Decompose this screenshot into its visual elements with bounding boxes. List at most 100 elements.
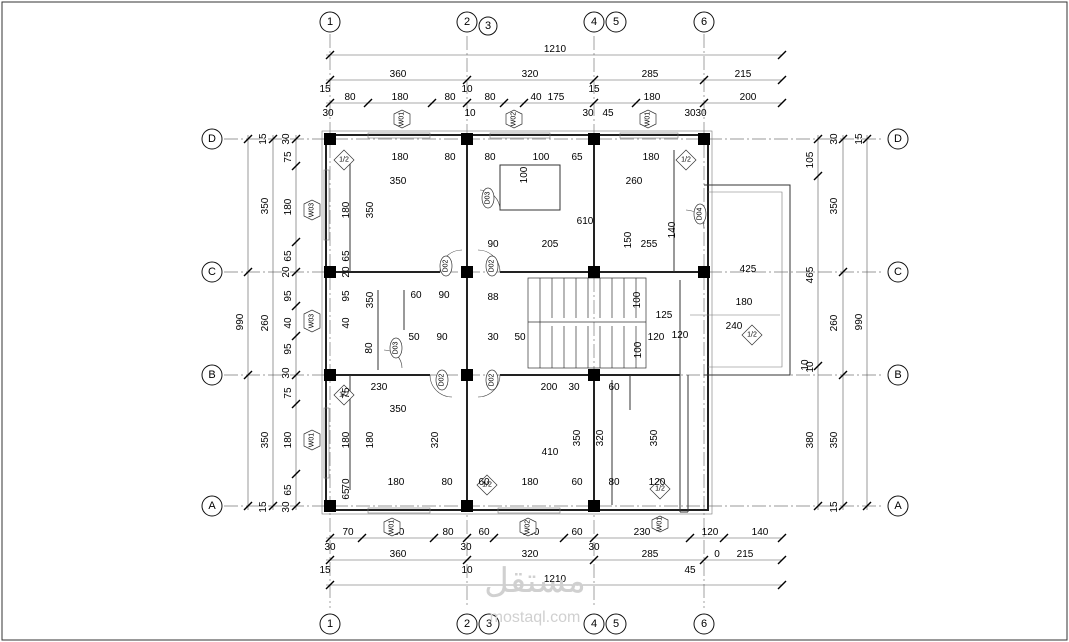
dim-int: 75 [341,387,352,399]
dim-bot-small-0: 30 [324,542,336,553]
watermark-arabic: مستقل [484,562,586,600]
dim-top-r1-1: 320 [522,69,539,80]
window-tag-label-3: W01 [645,112,652,127]
dim-int: 230 [371,382,388,393]
grid-bubble-c-left [201,261,223,283]
column [461,369,473,381]
outer-wall-face [321,130,713,515]
window-tag-3 [639,109,657,129]
window-tag-label-4: W01 [389,520,396,535]
grid-label-5-top: 5 [613,16,619,28]
dim-bot-r1-5: 60 [571,527,583,538]
level-tag-label-6: 1/2 [681,157,691,164]
level-tag-label-1: 1/2 [482,482,492,489]
dim-left-small-3: 30 [281,367,292,379]
grid-bubbles-left: D C B A [201,128,223,517]
dim-int: 180 [643,152,660,163]
balcony [690,184,791,376]
window-tag-label-2: W02 [511,112,518,127]
window-tag-8 [303,429,321,451]
dim-int: 180 [522,477,539,488]
level-tag-2 [649,478,671,500]
dim-int: 100 [519,166,530,183]
dim-int: 120 [649,477,666,488]
door-tag-label-6: D02 [439,373,446,386]
window-left-1 [323,169,330,241]
windows [323,132,679,514]
column [324,133,336,145]
door-tag-4 [485,255,499,277]
dim-bot-r1-0: 70 [342,527,354,538]
shaft-outline [499,164,561,211]
building-walls [321,130,713,515]
dim-int: 65 [341,488,352,500]
dim-top-r2-1: 10 [461,84,473,95]
dim-bot-r1-6: 230 [634,527,651,538]
dim-int: 180 [341,431,352,448]
dim-int: 610 [577,216,594,227]
dim-right-small-3: 15 [829,501,840,513]
door-tag-1 [481,187,495,209]
window-tag-label-1: W01 [399,112,406,127]
window-tag-6 [303,199,321,221]
dim-top-r2-2: 15 [588,84,600,95]
grid-bubble-6-bottom [693,613,715,635]
dim-int: 80 [608,477,620,488]
dim-int: 80 [441,477,453,488]
window-tag-1 [393,109,411,129]
grid-label-2-top: 2 [464,16,470,28]
dim-left-small-5: 15 [258,501,269,513]
dim-int: 320 [430,431,441,448]
dim-int: 20 [341,266,352,278]
grid-label-d-left: D [208,133,216,145]
level-tag-5 [333,384,355,406]
dim-int: 60 [478,477,490,488]
dim-int: 80 [444,152,456,163]
dim-left-r2-5: 95 [283,343,294,355]
dim-bot-r2-0: 360 [390,549,407,560]
dim-left-small-1: 30 [281,133,292,145]
dim-int: 350 [649,429,660,446]
dim-top-r1-2: 285 [642,69,659,80]
dim-bot-r2-1: 320 [522,549,539,560]
dim-right-small-1: 15 [854,133,865,145]
dim-int: 350 [390,176,407,187]
dim-bot-r3-0: 15 [319,565,331,576]
door-tag-label-2: D04 [697,207,704,220]
interior-dimensions: 180 80 80 100 65 180 350 260 610 150 140… [341,152,811,500]
grid-bubble-5-top [605,11,627,33]
window-tag-label-6: W03 [309,203,316,218]
dim-top-small-4: 30 [684,108,696,119]
level-tag-label-5: 1/2 [339,392,349,399]
level-tag-6 [675,149,697,171]
stair-outline [527,277,647,369]
dim-left-r1-1: 260 [260,314,271,331]
dim-int: 200 [541,382,558,393]
left-dimensions: 990 350 260 350 75 180 65 95 40 95 75 18… [235,133,294,513]
dim-int: 260 [626,176,643,187]
dim-int: 30 [568,382,580,393]
window-tag-label-5: W02 [525,520,532,535]
watermark-latin: mostaql.com [490,609,581,626]
dim-left-r1-2: 350 [260,431,271,448]
dim-top-small-0: 30 [322,108,334,119]
dim-int: 180 [388,477,405,488]
dim-int: 320 [595,429,606,446]
dimension-lines [247,54,868,586]
dim-int: 140 [667,221,678,238]
door-tag-5 [389,337,403,359]
dim-bot-r2-2: 285 [642,549,659,560]
dim-bot-r3-1: 10 [461,565,473,576]
column [588,133,600,145]
door-tag-label-3: D02 [443,259,450,272]
door-tag-label-7: D02 [489,373,496,386]
column [461,133,473,145]
window-tag-5 [519,517,537,537]
dim-int: 60 [410,290,422,301]
window-tag-label-8: W01 [309,433,316,448]
dim-int: 30 [487,332,499,343]
dim-top-r1-0: 360 [390,69,407,80]
dim-int: 88 [487,292,499,303]
dim-top-r3-0: 80 [344,92,356,103]
dim-int: 50 [514,332,526,343]
